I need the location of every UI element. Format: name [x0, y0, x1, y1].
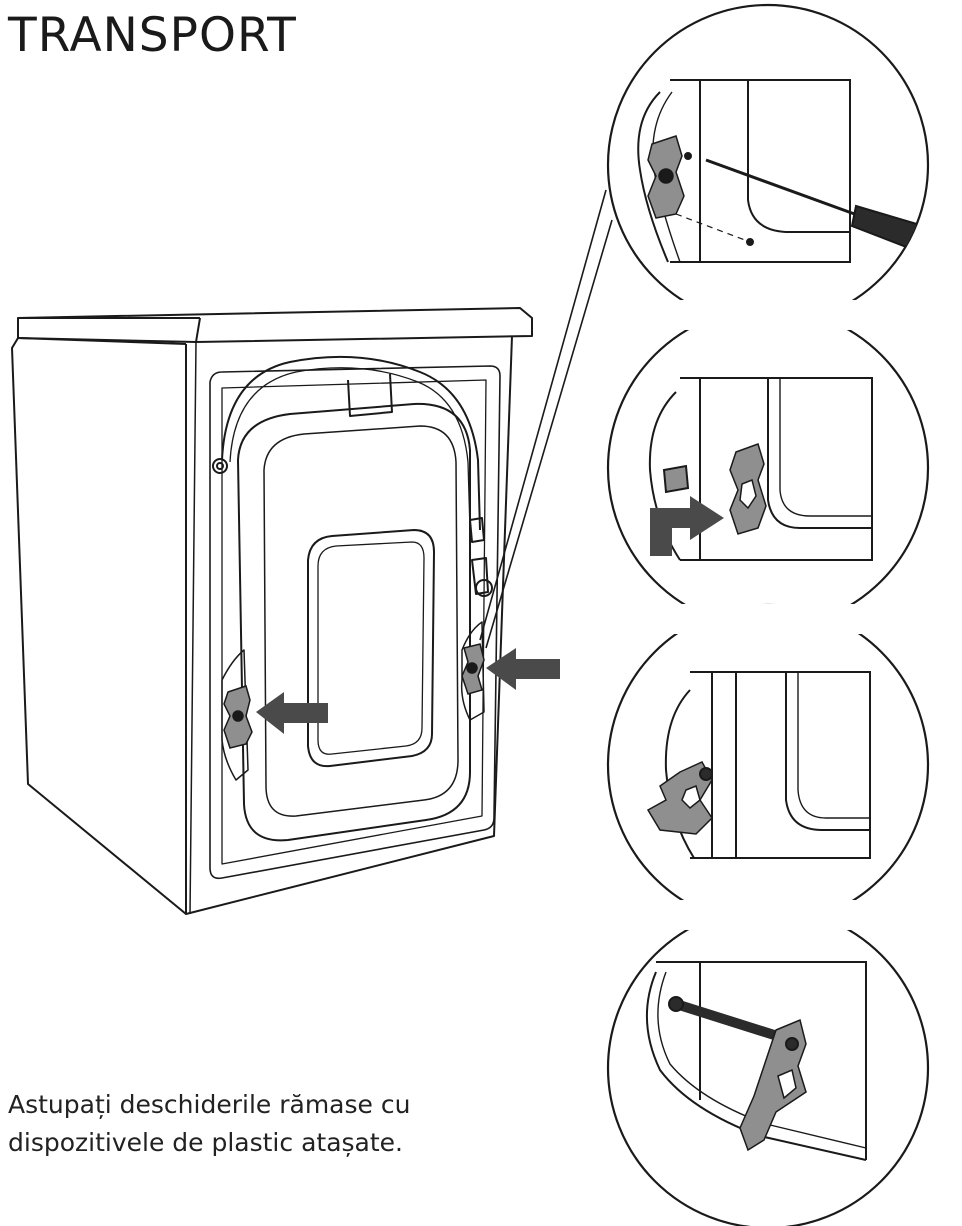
- detail-circles: [606, 3, 930, 1226]
- instruction-caption: Astupați deschiderile rămase cu dispozit…: [8, 1086, 528, 1162]
- detail-plug-openings: [645, 961, 867, 1161]
- caption-line-1: Astupați deschiderile rămase cu: [8, 1090, 411, 1119]
- detail-bracket-removed: [646, 671, 871, 859]
- caption-line-2: dispozitivele de plastic atașate.: [8, 1128, 403, 1157]
- detail-remove-bolt: [648, 377, 873, 561]
- washing-machine-rear-icon: [11, 307, 533, 915]
- leader-lines: [479, 189, 613, 649]
- page-title: TRANSPORT: [8, 8, 297, 63]
- transport-bolt-icon: [668, 996, 792, 1045]
- transport-bracket-icon: [223, 643, 485, 749]
- arrow-icon: [256, 648, 560, 734]
- arrow-icon: [650, 496, 724, 556]
